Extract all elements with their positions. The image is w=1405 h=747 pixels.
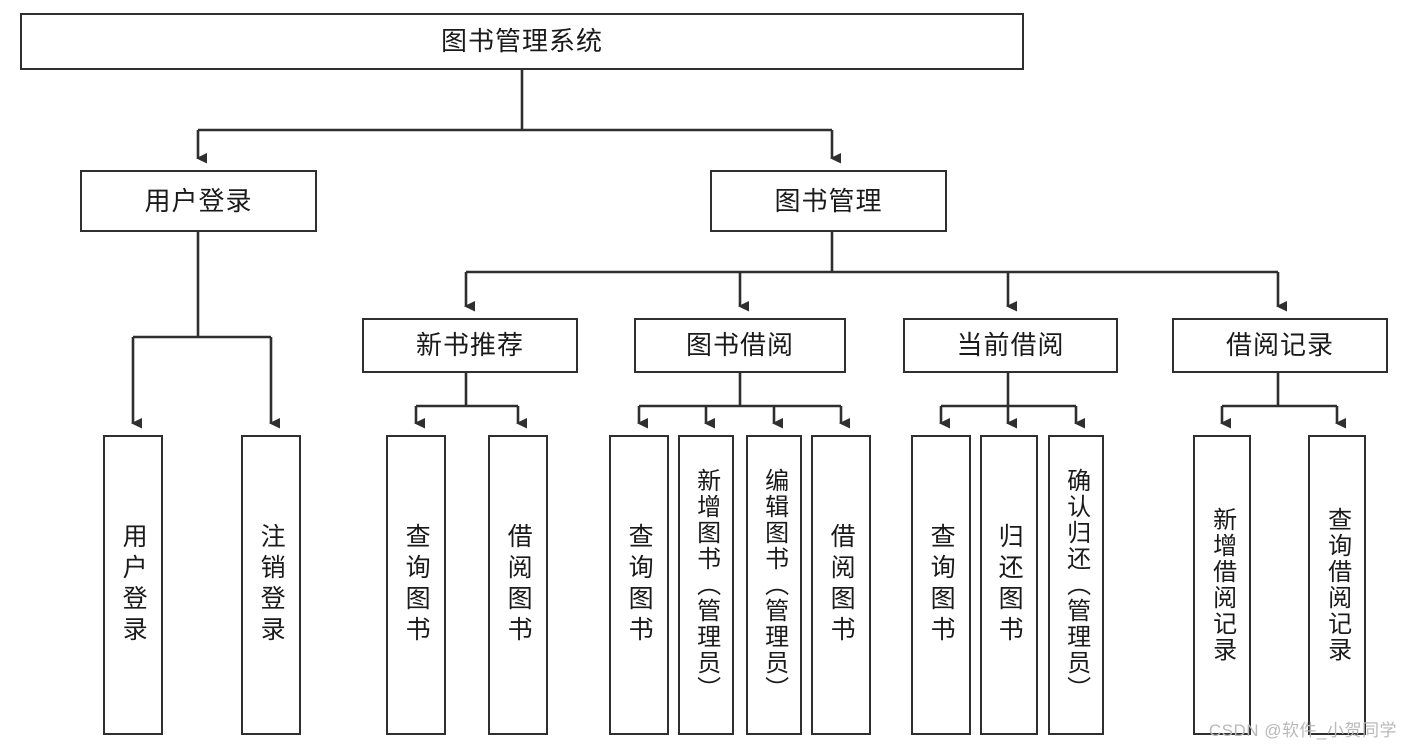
node-label: 图书借阅 bbox=[685, 330, 794, 361]
node-label: 用户登录 bbox=[144, 185, 253, 216]
leaf-query-book-current[interactable]: 查询图书 bbox=[911, 435, 971, 735]
node-label: 借阅图书 bbox=[504, 523, 533, 647]
node-label: 当前借阅 bbox=[956, 330, 1065, 361]
node-label: 查询借阅记录 bbox=[1323, 507, 1351, 663]
leaf-query-borrow-record[interactable]: 查询借阅记录 bbox=[1308, 435, 1366, 735]
leaf-edit-book-admin[interactable]: 编辑图书（管理员） bbox=[746, 435, 802, 735]
node-label: 查询图书 bbox=[927, 523, 956, 647]
node-label: 借阅图书 bbox=[827, 523, 856, 647]
node-current-borrow[interactable]: 当前借阅 bbox=[903, 318, 1118, 373]
leaf-query-book-borrow[interactable]: 查询图书 bbox=[609, 435, 669, 735]
node-label: 新增图书（管理员） bbox=[692, 468, 720, 702]
node-label: 归还图书 bbox=[995, 523, 1024, 647]
node-label: 查询图书 bbox=[402, 523, 431, 647]
leaf-user-logout[interactable]: 注销登录 bbox=[241, 435, 301, 735]
leaf-add-book-admin[interactable]: 新增图书（管理员） bbox=[678, 435, 734, 735]
leaf-borrow-book[interactable]: 借阅图书 bbox=[811, 435, 871, 735]
node-book-management[interactable]: 图书管理 bbox=[710, 170, 947, 232]
leaf-confirm-return-admin[interactable]: 确认归还（管理员） bbox=[1048, 435, 1104, 735]
node-new-book-recommend[interactable]: 新书推荐 bbox=[362, 318, 578, 373]
node-label: 查询图书 bbox=[625, 523, 654, 647]
leaf-add-borrow-record[interactable]: 新增借阅记录 bbox=[1193, 435, 1251, 735]
node-label: 借阅记录 bbox=[1225, 330, 1334, 361]
node-label: 用户登录 bbox=[119, 523, 148, 647]
node-label: 新书推荐 bbox=[415, 330, 524, 361]
node-book-borrow[interactable]: 图书借阅 bbox=[634, 318, 846, 373]
leaf-user-login[interactable]: 用户登录 bbox=[103, 435, 163, 735]
node-user-login[interactable]: 用户登录 bbox=[80, 170, 317, 232]
watermark: CSDN @软件_小贺同学 bbox=[1208, 721, 1397, 740]
node-borrow-record[interactable]: 借阅记录 bbox=[1172, 318, 1388, 373]
node-label: 注销登录 bbox=[257, 523, 286, 647]
leaf-query-book-new[interactable]: 查询图书 bbox=[386, 435, 446, 735]
node-label: 图书管理 bbox=[774, 185, 883, 216]
leaf-borrow-book-new[interactable]: 借阅图书 bbox=[488, 435, 548, 735]
node-label: 新增借阅记录 bbox=[1208, 507, 1236, 663]
leaf-return-book[interactable]: 归还图书 bbox=[980, 435, 1038, 735]
node-label: 图书管理系统 bbox=[440, 26, 603, 57]
node-root-system[interactable]: 图书管理系统 bbox=[20, 13, 1024, 70]
node-label: 编辑图书（管理员） bbox=[760, 468, 788, 702]
node-label: 确认归还（管理员） bbox=[1062, 468, 1090, 702]
